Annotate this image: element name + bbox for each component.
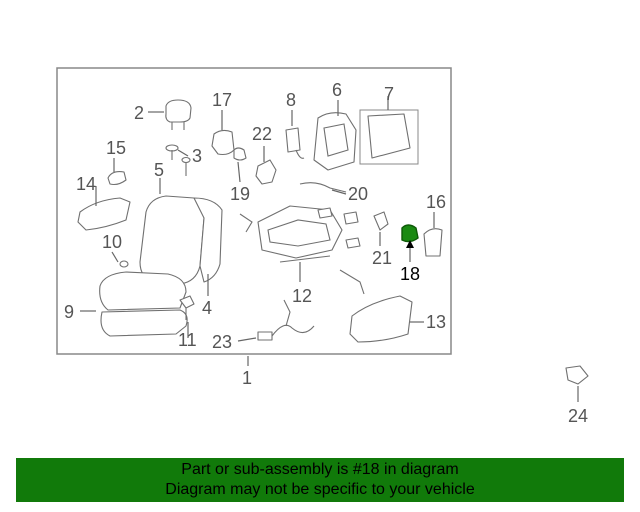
part-5-seatback[interactable] bbox=[139, 195, 205, 285]
part-3-headrest-guide[interactable] bbox=[165, 144, 191, 176]
callout-7[interactable]: 7 bbox=[384, 84, 394, 104]
callout-17[interactable]: 17 bbox=[212, 90, 232, 110]
callout-9[interactable]: 9 bbox=[64, 302, 74, 322]
part-18-cover[interactable] bbox=[401, 224, 419, 243]
callout-1[interactable]: 1 bbox=[242, 368, 252, 388]
part-7-board[interactable] bbox=[367, 113, 411, 159]
part-21-bracket[interactable] bbox=[373, 211, 389, 231]
part-24-clip[interactable] bbox=[565, 365, 589, 385]
part-11-clip[interactable] bbox=[179, 295, 195, 320]
info-banner: Part or sub-assembly is #18 in diagram D… bbox=[16, 458, 624, 502]
part-15-cap[interactable] bbox=[107, 171, 127, 186]
part-10-cushion[interactable] bbox=[99, 271, 187, 311]
callout-13[interactable]: 13 bbox=[426, 312, 446, 332]
callout-5[interactable]: 5 bbox=[154, 160, 164, 180]
callout-12[interactable]: 12 bbox=[292, 286, 312, 306]
assembly-frame bbox=[56, 67, 452, 355]
callout-24[interactable]: 24 bbox=[568, 406, 588, 426]
callout-22[interactable]: 22 bbox=[252, 124, 272, 144]
callout-16[interactable]: 16 bbox=[426, 192, 446, 212]
callout-20[interactable]: 20 bbox=[348, 184, 368, 204]
callout-23[interactable]: 23 bbox=[212, 332, 232, 352]
callout-19[interactable]: 19 bbox=[230, 184, 250, 204]
part-8-cover[interactable] bbox=[285, 127, 301, 153]
callout-3[interactable]: 3 bbox=[192, 146, 202, 166]
part-14-side-cover[interactable] bbox=[77, 197, 131, 231]
callout-10[interactable]: 10 bbox=[102, 232, 122, 252]
callout-14[interactable]: 14 bbox=[76, 174, 96, 194]
part-20-rod[interactable] bbox=[299, 182, 347, 193]
part-16-cover[interactable] bbox=[423, 228, 443, 257]
part-17-shield[interactable] bbox=[211, 129, 235, 156]
callout-4[interactable]: 4 bbox=[202, 298, 212, 318]
part-6-seatback-frame[interactable] bbox=[313, 112, 357, 171]
callout-11[interactable]: 11 bbox=[178, 330, 197, 350]
banner-line-2: Diagram may not be specific to your vehi… bbox=[165, 481, 475, 498]
part-22-bracket[interactable] bbox=[255, 159, 277, 185]
part-12-seat-track[interactable] bbox=[257, 205, 343, 259]
part-9-cushion-pad[interactable] bbox=[100, 309, 188, 337]
part-2-headrest[interactable] bbox=[165, 99, 192, 130]
callout-21[interactable]: 21 bbox=[372, 248, 392, 268]
callout-15[interactable]: 15 bbox=[106, 138, 126, 158]
callout-6[interactable]: 6 bbox=[332, 80, 342, 100]
callout-2[interactable]: 2 bbox=[134, 103, 144, 123]
part-23-wire-harness[interactable] bbox=[257, 299, 315, 341]
callout-8[interactable]: 8 bbox=[286, 90, 296, 110]
banner-line-1: Part or sub-assembly is #18 in diagram bbox=[181, 461, 459, 478]
part-13-side-shield[interactable] bbox=[349, 295, 413, 343]
part-19-clip[interactable] bbox=[233, 147, 247, 161]
callout-18[interactable]: 18 bbox=[400, 264, 420, 284]
part-7-board-frame bbox=[359, 109, 419, 165]
part-5-seatback-rear[interactable] bbox=[193, 197, 223, 283]
